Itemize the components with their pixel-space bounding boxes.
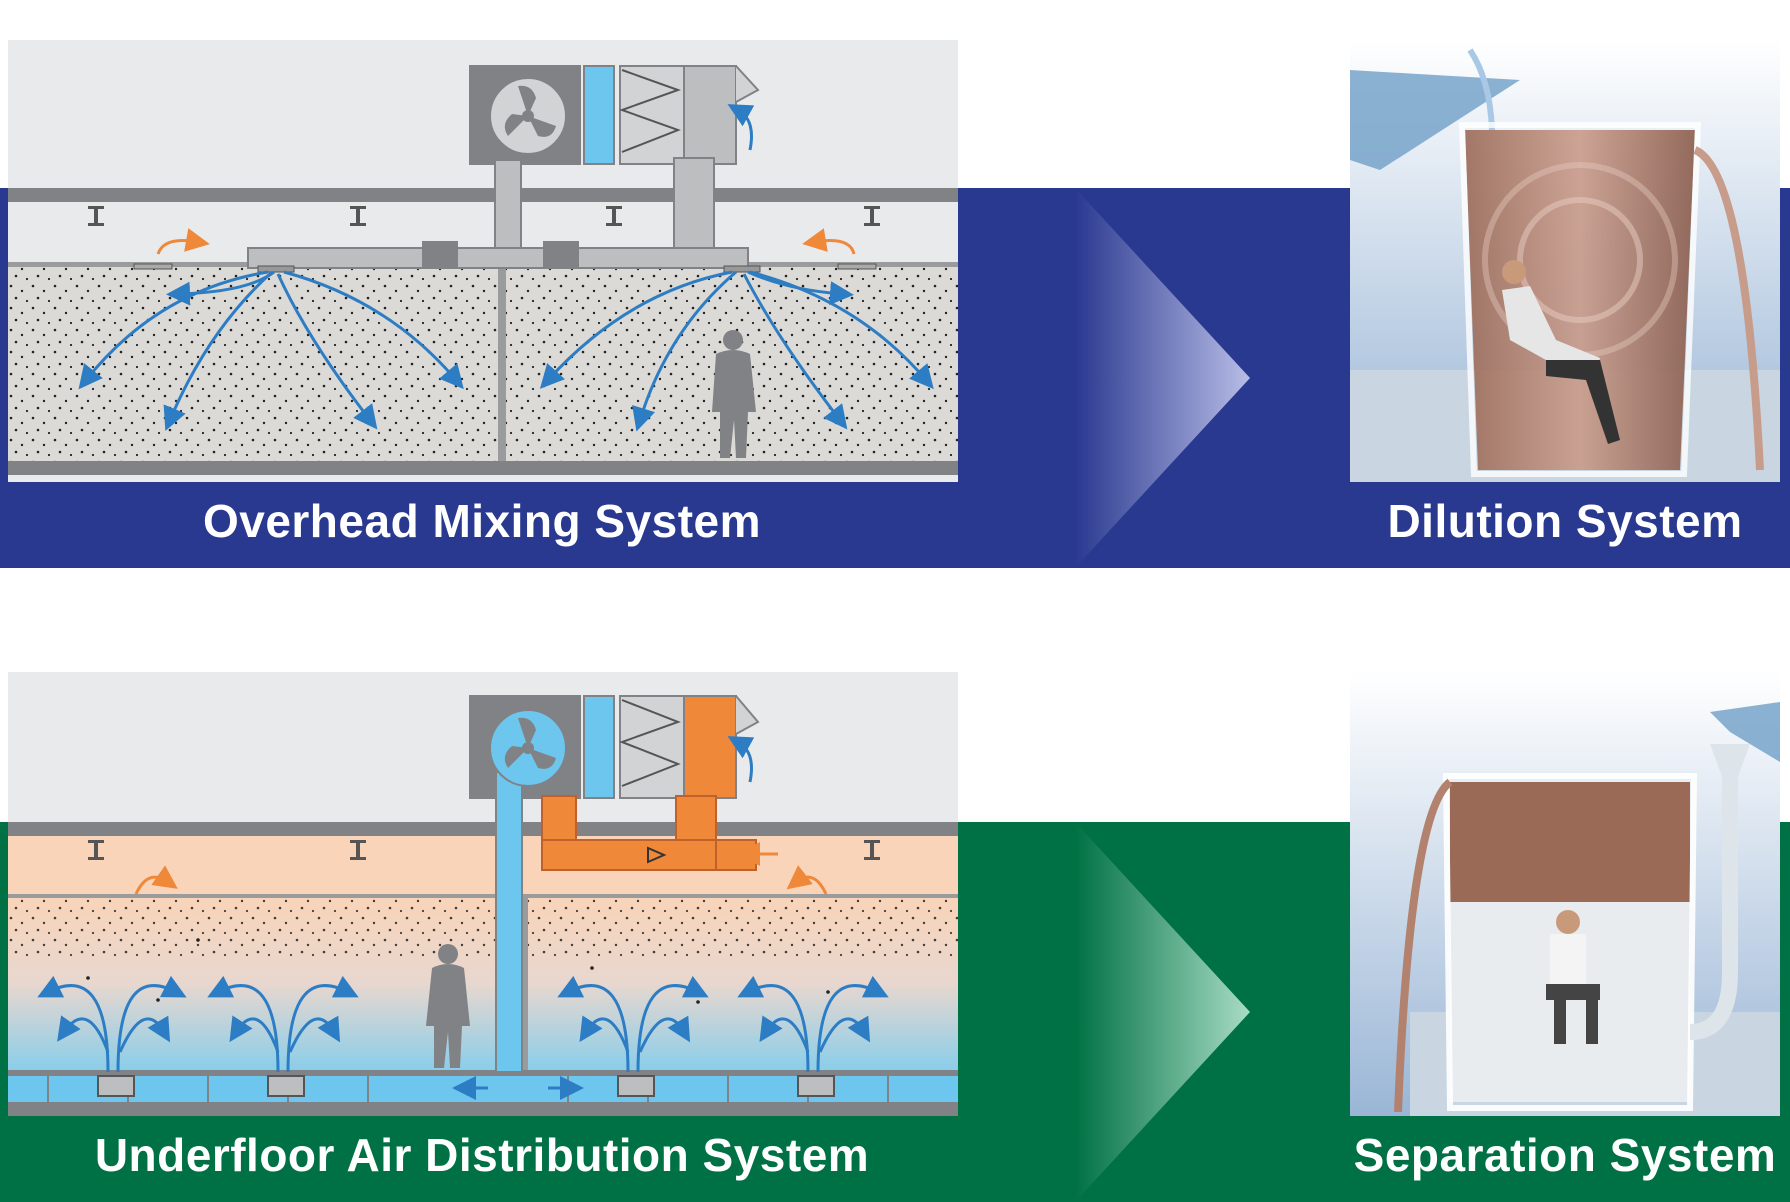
dilution-beaker-photo — [1350, 40, 1780, 482]
overhead-mixing-diagram — [8, 40, 958, 482]
return-air-arrow — [156, 228, 210, 255]
supply-ducts — [247, 157, 749, 269]
dilution-caption: Dilution System — [1387, 495, 1743, 547]
chevron-right-icon — [1070, 822, 1260, 1202]
chevron-right-icon — [1070, 188, 1260, 568]
supply-riser-duct — [495, 771, 523, 1073]
return-air-arrow — [802, 228, 856, 255]
outside-air-icon — [727, 104, 755, 151]
cooling-coil-icon — [583, 695, 615, 799]
person-silhouette-icon — [712, 330, 756, 458]
filter-icon — [619, 695, 685, 799]
seated-man-icon — [1546, 910, 1600, 1044]
seated-man-icon — [1502, 260, 1620, 444]
ceiling-diffuser-icon — [257, 265, 295, 273]
damper-icon — [647, 846, 667, 864]
underfloor-air-diagram — [8, 672, 958, 1116]
i-beam-icons — [88, 206, 880, 226]
underfloor-caption: Underfloor Air Distribution System — [94, 1129, 870, 1181]
air-handling-unit — [469, 65, 760, 165]
separation-caption: Separation System — [1353, 1129, 1777, 1181]
floor-diffuser-icon — [97, 1075, 835, 1097]
outside-air-icon — [727, 736, 755, 783]
displacement-air-arrows — [37, 975, 889, 1100]
fan-icon — [504, 85, 556, 137]
person-silhouette-icon — [426, 944, 470, 1068]
cooling-coil-icon — [583, 65, 615, 165]
overhead-mixing-caption: Overhead Mixing System — [202, 495, 762, 547]
separation-beaker-photo — [1350, 672, 1780, 1116]
air-handling-unit — [469, 695, 760, 1073]
ceiling-diffuser-icon — [723, 265, 761, 273]
supply-air-arrows — [78, 270, 934, 432]
fan-icon — [504, 717, 556, 769]
